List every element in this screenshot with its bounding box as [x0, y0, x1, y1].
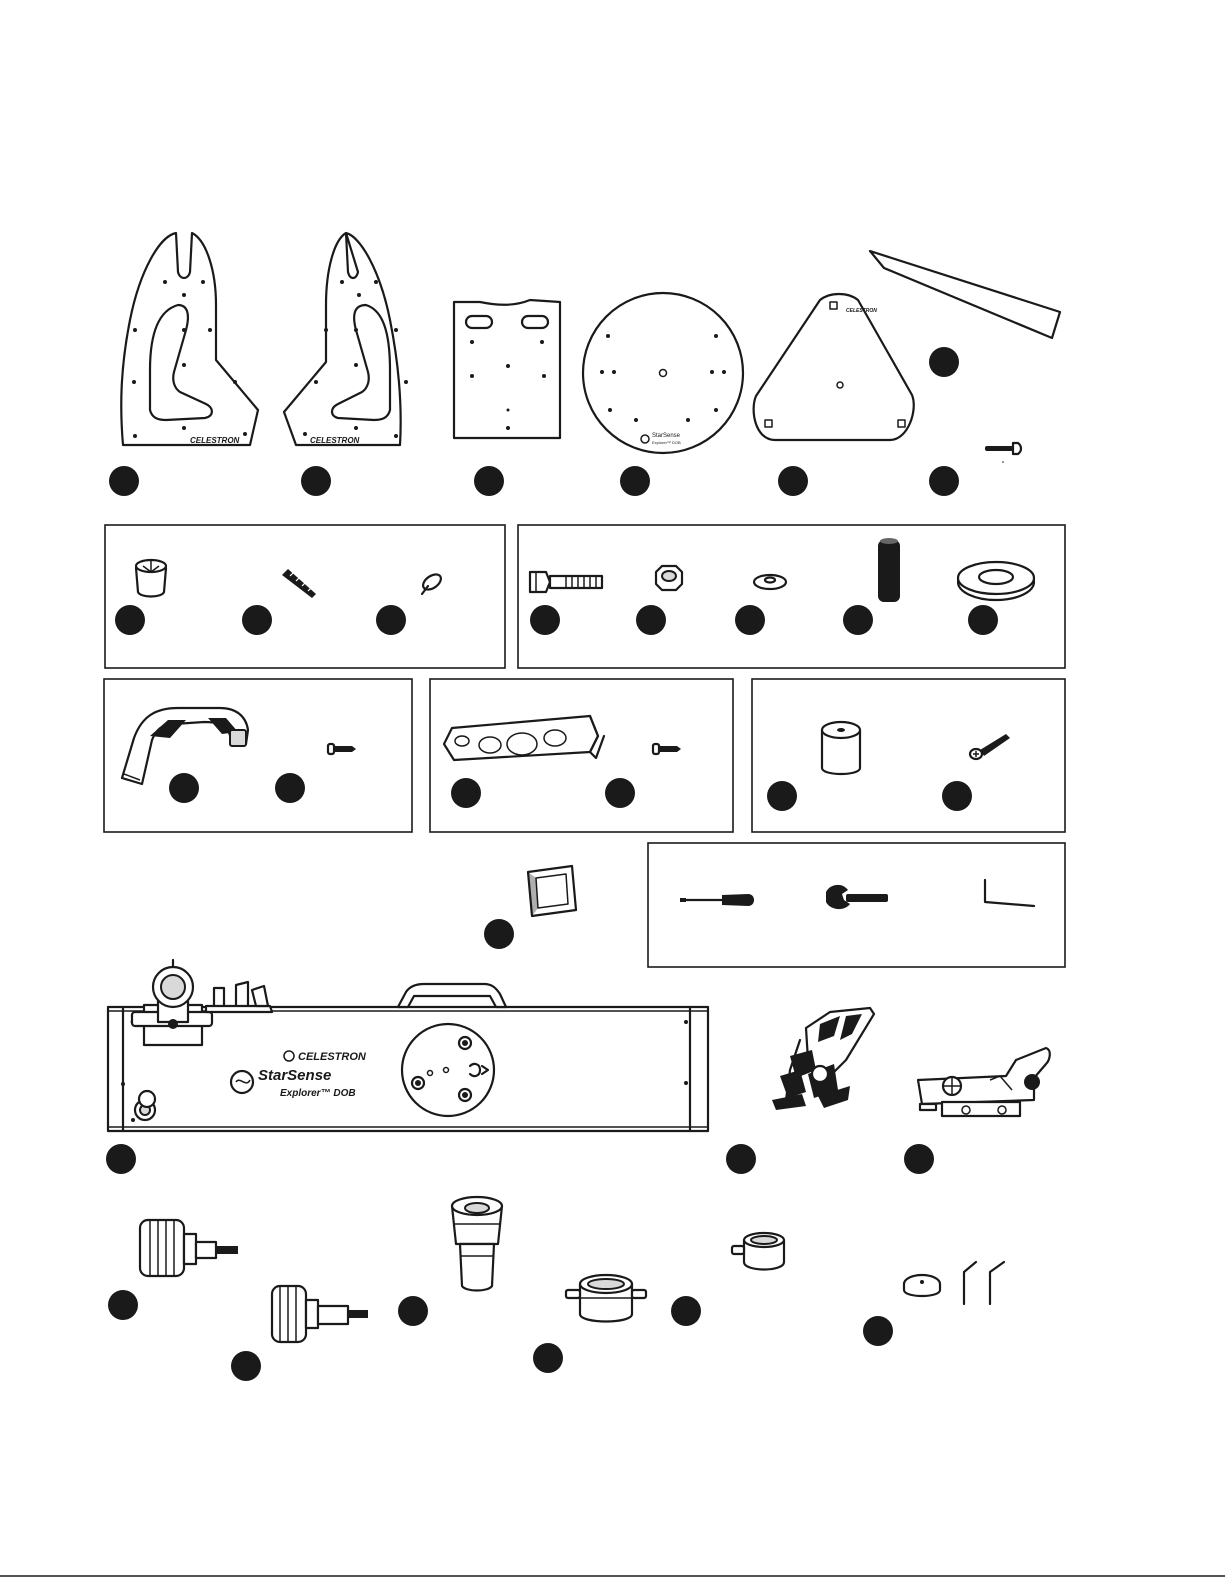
large-washer: [958, 562, 1034, 600]
eyepiece-callout: [398, 1296, 428, 1326]
red-dot-finder: [918, 1048, 1050, 1116]
rubber-bumper: [822, 722, 860, 774]
altitude-knob-2: [272, 1286, 368, 1342]
pad-callout: [484, 919, 514, 949]
starsense-phone-dock: [772, 1008, 874, 1110]
support-strip: [870, 251, 1060, 338]
tube-product-model: Explorer™ DOB: [280, 1088, 356, 1099]
ground-board-logo: CELESTRON: [846, 308, 877, 314]
adapter-callout: [533, 1343, 563, 1373]
left-panel-logo: CELESTRON: [190, 436, 240, 445]
focuser-adapter: [566, 1275, 646, 1322]
hex-nut: [656, 566, 682, 590]
bumper-box: [752, 679, 1065, 832]
eyepiece: [452, 1197, 502, 1291]
hardware-box-feet: [105, 525, 505, 668]
black-spacer-tube: [878, 538, 900, 602]
right-panel-logo: CELESTRON: [310, 436, 360, 445]
base-logo-line1: StarSense: [652, 433, 681, 439]
front-panel: [454, 300, 560, 438]
small-wood-screw: [985, 443, 1021, 463]
phone-dock-callout: [726, 1144, 756, 1174]
bumper-screw: [970, 734, 1010, 759]
extension-adapter: [732, 1233, 784, 1270]
cap-callout: [863, 1316, 893, 1346]
tube-maker-logo: CELESTRON: [298, 1051, 367, 1063]
eyepiece-rack: [444, 716, 604, 760]
handle-box: [104, 679, 412, 832]
tube-callout: [106, 1144, 136, 1174]
wood-screw: [282, 569, 316, 598]
round-base-board: StarSense Explorer™ DOB: [583, 293, 743, 453]
tube-product-name: StarSense: [258, 1067, 331, 1084]
wrench-icon: [826, 885, 888, 909]
screwdriver-icon: [680, 894, 754, 906]
row3-callouts: [169, 773, 972, 811]
handle-screw: [328, 744, 356, 754]
knob1-callout: [108, 1290, 138, 1320]
hex-key-icon: [985, 880, 1034, 906]
knob2-callout: [231, 1351, 261, 1381]
left-side-panel: CELESTRON: [121, 233, 258, 445]
finder-callout: [904, 1144, 934, 1174]
extension-callout: [671, 1296, 701, 1326]
hex-bolt: [530, 572, 602, 592]
tools-box: [648, 843, 1065, 967]
collimation-cap-and-keys: [904, 1262, 1004, 1304]
row2-callouts: [115, 605, 998, 635]
carry-handle: [122, 708, 248, 784]
small-washer: [754, 575, 786, 589]
altitude-knob-1: [140, 1220, 238, 1276]
row1-callouts: [109, 347, 959, 496]
base-logo-line2: Explorer™ DOB: [652, 440, 681, 445]
rack-screw: [653, 744, 681, 754]
optical-tube: CELESTRON StarSense Explorer™ DOB: [108, 960, 708, 1131]
glide-nail: [420, 571, 443, 594]
adhesive-pad: [528, 866, 576, 916]
right-side-panel: CELESTRON: [284, 233, 408, 445]
plastic-foot: [136, 560, 166, 597]
triangular-ground-board: CELESTRON: [754, 294, 914, 440]
